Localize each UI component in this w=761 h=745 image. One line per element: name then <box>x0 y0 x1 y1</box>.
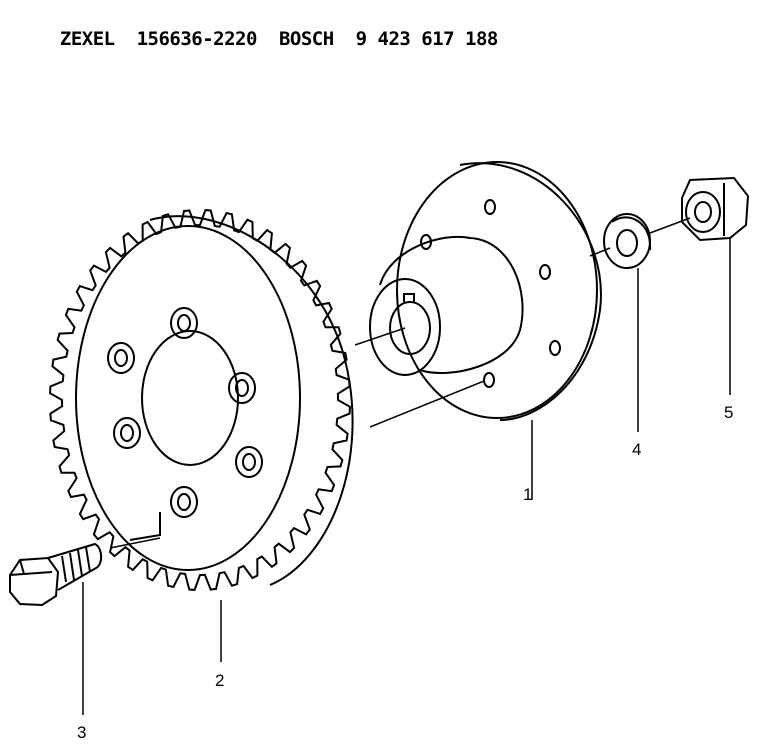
flange-hole <box>483 372 495 388</box>
callout-5: 5 <box>724 403 733 422</box>
brand-bosch: BOSCH <box>278 28 334 50</box>
flange-disc <box>396 161 598 419</box>
gear-bolt-hole <box>228 372 256 404</box>
gear-bolt-hole <box>113 417 141 449</box>
bolt-shank <box>47 542 103 591</box>
gear-face-thickness <box>149 215 354 586</box>
bolt-head <box>9 556 60 607</box>
zexel-part-number: 156636-2220 <box>136 28 258 50</box>
gear-teeth <box>49 209 351 591</box>
flange-hole <box>549 340 561 356</box>
gear-center-bore <box>141 330 239 466</box>
bosch-part-number: 9 423 617 188 <box>355 28 499 50</box>
hub-end-face <box>369 278 441 376</box>
gear-part <box>49 209 354 591</box>
header-title: ZEXEL 156636-2220 BOSCH 9 423 617 188 <box>38 6 498 50</box>
gear-body-rim <box>75 225 301 571</box>
gear-notch <box>129 512 161 541</box>
hub-bore <box>389 301 431 355</box>
gear-bolt-hole <box>235 446 263 478</box>
gear-bolt-hole <box>170 486 198 518</box>
flange-hole <box>484 199 496 215</box>
gear-bolt-hole <box>107 342 135 374</box>
bolt-part <box>9 542 103 607</box>
brand-zexel: ZEXEL <box>59 28 115 50</box>
flange-thickness <box>459 162 602 421</box>
hub-flange-part <box>369 161 602 421</box>
callout-2: 2 <box>215 671 224 690</box>
nut-part <box>681 176 750 242</box>
flange-hole <box>539 264 551 280</box>
assembly-axis-lines <box>109 217 691 549</box>
callout-1: 1 <box>523 485 532 504</box>
hub-cylinder <box>379 235 524 374</box>
callout-3: 3 <box>77 723 86 742</box>
lock-washer-part <box>603 213 652 269</box>
leader-lines <box>82 238 731 715</box>
hub-keyway <box>403 293 415 302</box>
gear-bolt-hole <box>170 307 198 339</box>
callout-4: 4 <box>632 440 641 459</box>
